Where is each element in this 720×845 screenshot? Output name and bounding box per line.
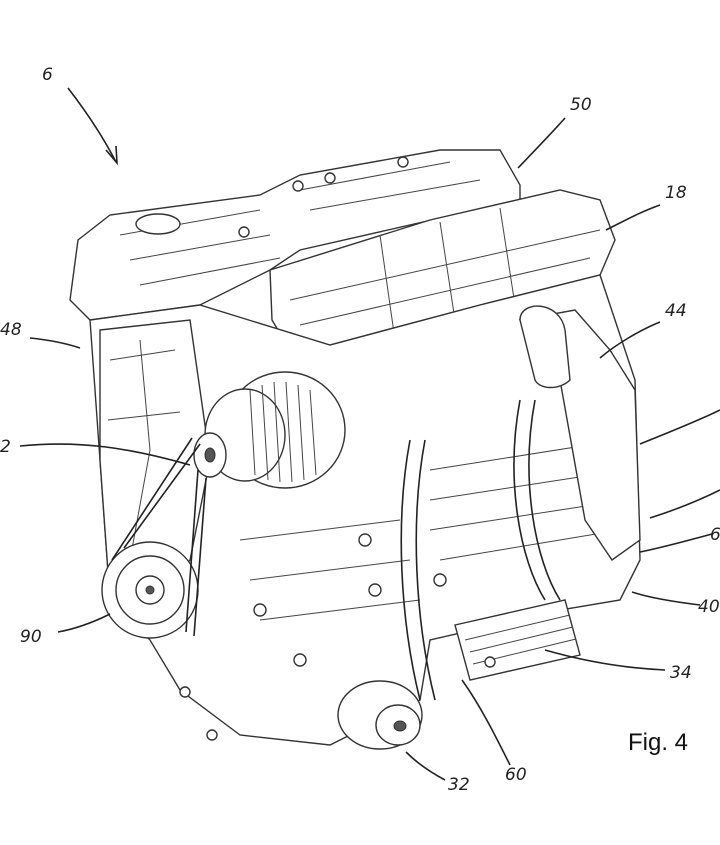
ref-2: 2 [0, 437, 11, 457]
block-ribs [239, 439, 626, 621]
alternator-fins [249, 381, 317, 483]
intake-runners [289, 207, 601, 341]
figure-label: Fig. 4 [628, 729, 688, 756]
oil-filter-center [393, 720, 407, 732]
intake-elbow [519, 305, 571, 389]
leader-60 [461, 679, 511, 766]
coolant-hose-left [400, 439, 421, 701]
valve-cover-ribs [119, 161, 481, 286]
leader-lines [19, 87, 720, 781]
ref-44: 44 [665, 301, 687, 321]
leader-34 [544, 649, 666, 671]
ref-50: 50 [570, 95, 592, 115]
leader-48 [29, 337, 81, 349]
leader-2 [19, 443, 191, 466]
coolant-hose-left-2 [415, 439, 436, 701]
exhaust-side [518, 309, 641, 561]
ref-6b: 6 [710, 525, 720, 545]
leader-right-1 [639, 409, 720, 445]
leader-6 [67, 87, 117, 163]
ref-90: 90 [20, 627, 42, 647]
ref-48: 48 [0, 320, 22, 340]
bolt-heads [179, 156, 496, 741]
leader-90 [57, 613, 111, 633]
reference-numerals: 6 50 18 44 48 2 90 34 32 60 40 6 [0, 65, 720, 795]
leader-right-2 [649, 489, 720, 519]
ref-32: 32 [448, 775, 470, 795]
leader-44 [599, 321, 661, 359]
leader-50 [517, 117, 566, 169]
crank-pulley-bolt [145, 585, 155, 595]
leader-6b [639, 533, 713, 553]
ref-18: 18 [665, 183, 687, 203]
ref-40: 40 [698, 597, 720, 617]
leader-40 [631, 591, 701, 606]
leader-18 [605, 204, 661, 231]
coolant-hose-right [513, 399, 546, 601]
leader-32 [405, 751, 446, 781]
leader-6-arrow [105, 145, 118, 166]
serpentine-belt [111, 437, 207, 637]
coolant-hose-right-2 [528, 399, 561, 601]
alternator-pulley-hub [204, 447, 216, 463]
oil-filler-cap [135, 213, 181, 235]
ref-6: 6 [42, 65, 53, 85]
engine-illustration [69, 149, 641, 750]
ref-60: 60 [505, 765, 527, 785]
ref-34: 34 [670, 663, 692, 683]
